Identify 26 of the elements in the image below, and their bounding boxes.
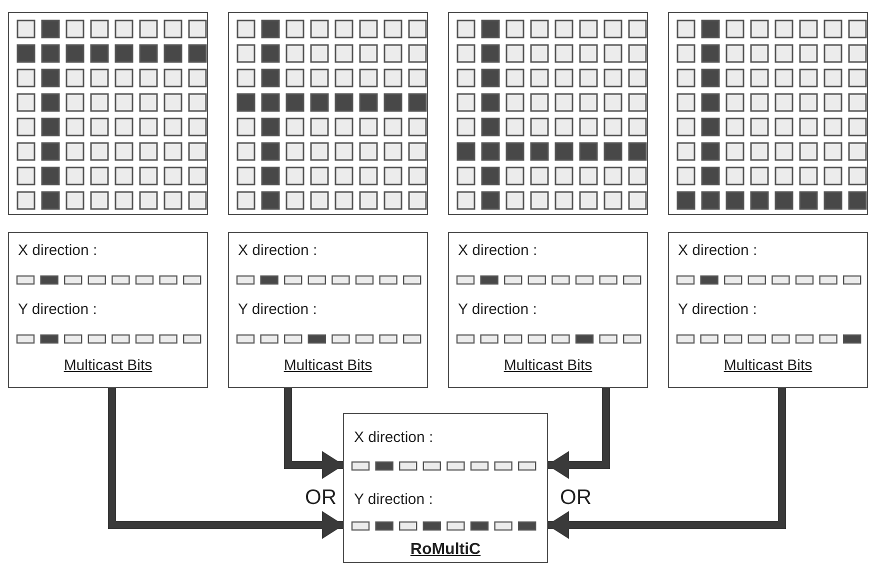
operator-label: OR	[560, 485, 592, 511]
direction-label: Y direction :	[678, 301, 757, 318]
direction-label: X direction :	[238, 242, 318, 259]
arrow	[547, 388, 786, 539]
direction-label: Y direction :	[458, 301, 537, 318]
direction-label: Y direction :	[354, 491, 433, 508]
direction-label: X direction :	[18, 242, 98, 259]
result-box	[343, 413, 548, 563]
arrow	[108, 388, 344, 539]
arrow	[547, 388, 610, 479]
multicast-bits-box	[448, 232, 648, 388]
multicast-bits-box	[668, 232, 868, 388]
arrow	[284, 388, 344, 479]
panel-title: Multicast Bits	[284, 356, 372, 376]
direction-label: X direction :	[678, 242, 758, 259]
panel-title: Multicast Bits	[724, 356, 812, 376]
direction-label: X direction :	[354, 429, 434, 446]
panel-title: RoMultiC	[410, 540, 481, 560]
multicast-bits-box	[228, 232, 428, 388]
direction-label: Y direction :	[18, 301, 97, 318]
panel-title: Multicast Bits	[64, 356, 152, 376]
direction-label: X direction :	[458, 242, 538, 259]
multicast-bits-box	[8, 232, 208, 388]
direction-label: Y direction :	[238, 301, 317, 318]
panel-title: Multicast Bits	[504, 356, 592, 376]
operator-label: OR	[305, 485, 336, 511]
